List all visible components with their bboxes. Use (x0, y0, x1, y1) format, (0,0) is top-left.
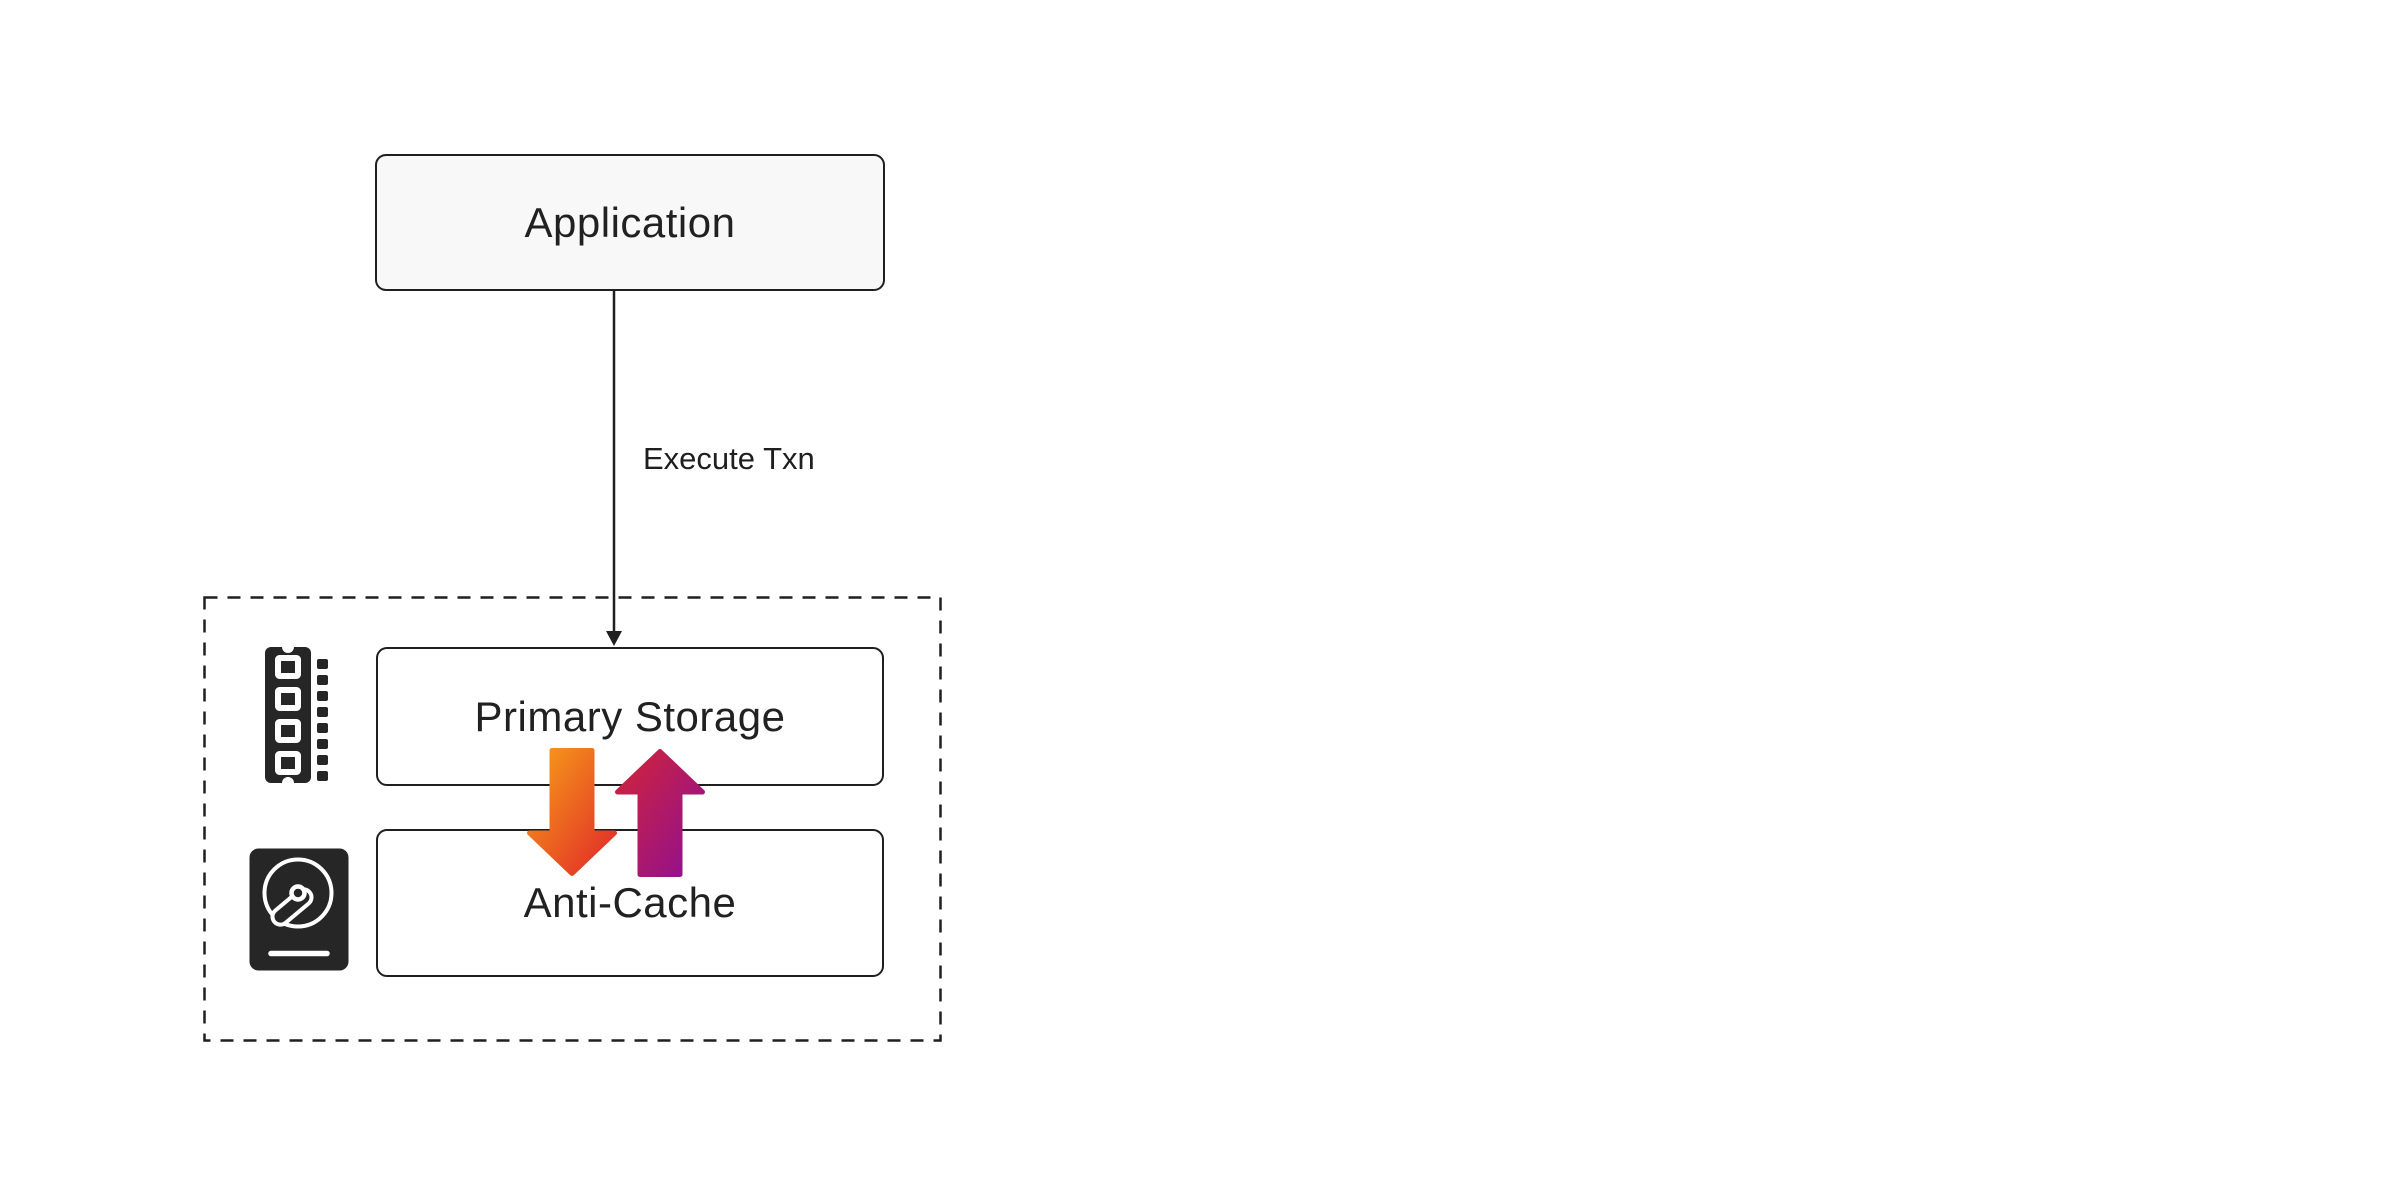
anti-cache-node-label: Anti-Cache (523, 879, 737, 926)
application-node-label: Application (524, 198, 736, 246)
application-node: Application (375, 154, 885, 291)
primary-storage-node-label: Primary Storage (474, 692, 786, 740)
anti-cache-node: Anti-Cache (376, 829, 884, 977)
ram-dimm-icon (265, 645, 328, 785)
execute-txn-edge-label: Execute Txn (643, 441, 815, 476)
up-arrow-gradient-icon (615, 749, 705, 877)
execute-txn-connector-arrow (606, 291, 622, 646)
storage-group-dashed-container (203, 596, 942, 1042)
hard-disk-icon (249, 848, 349, 971)
down-arrow-gradient-icon (527, 748, 617, 876)
